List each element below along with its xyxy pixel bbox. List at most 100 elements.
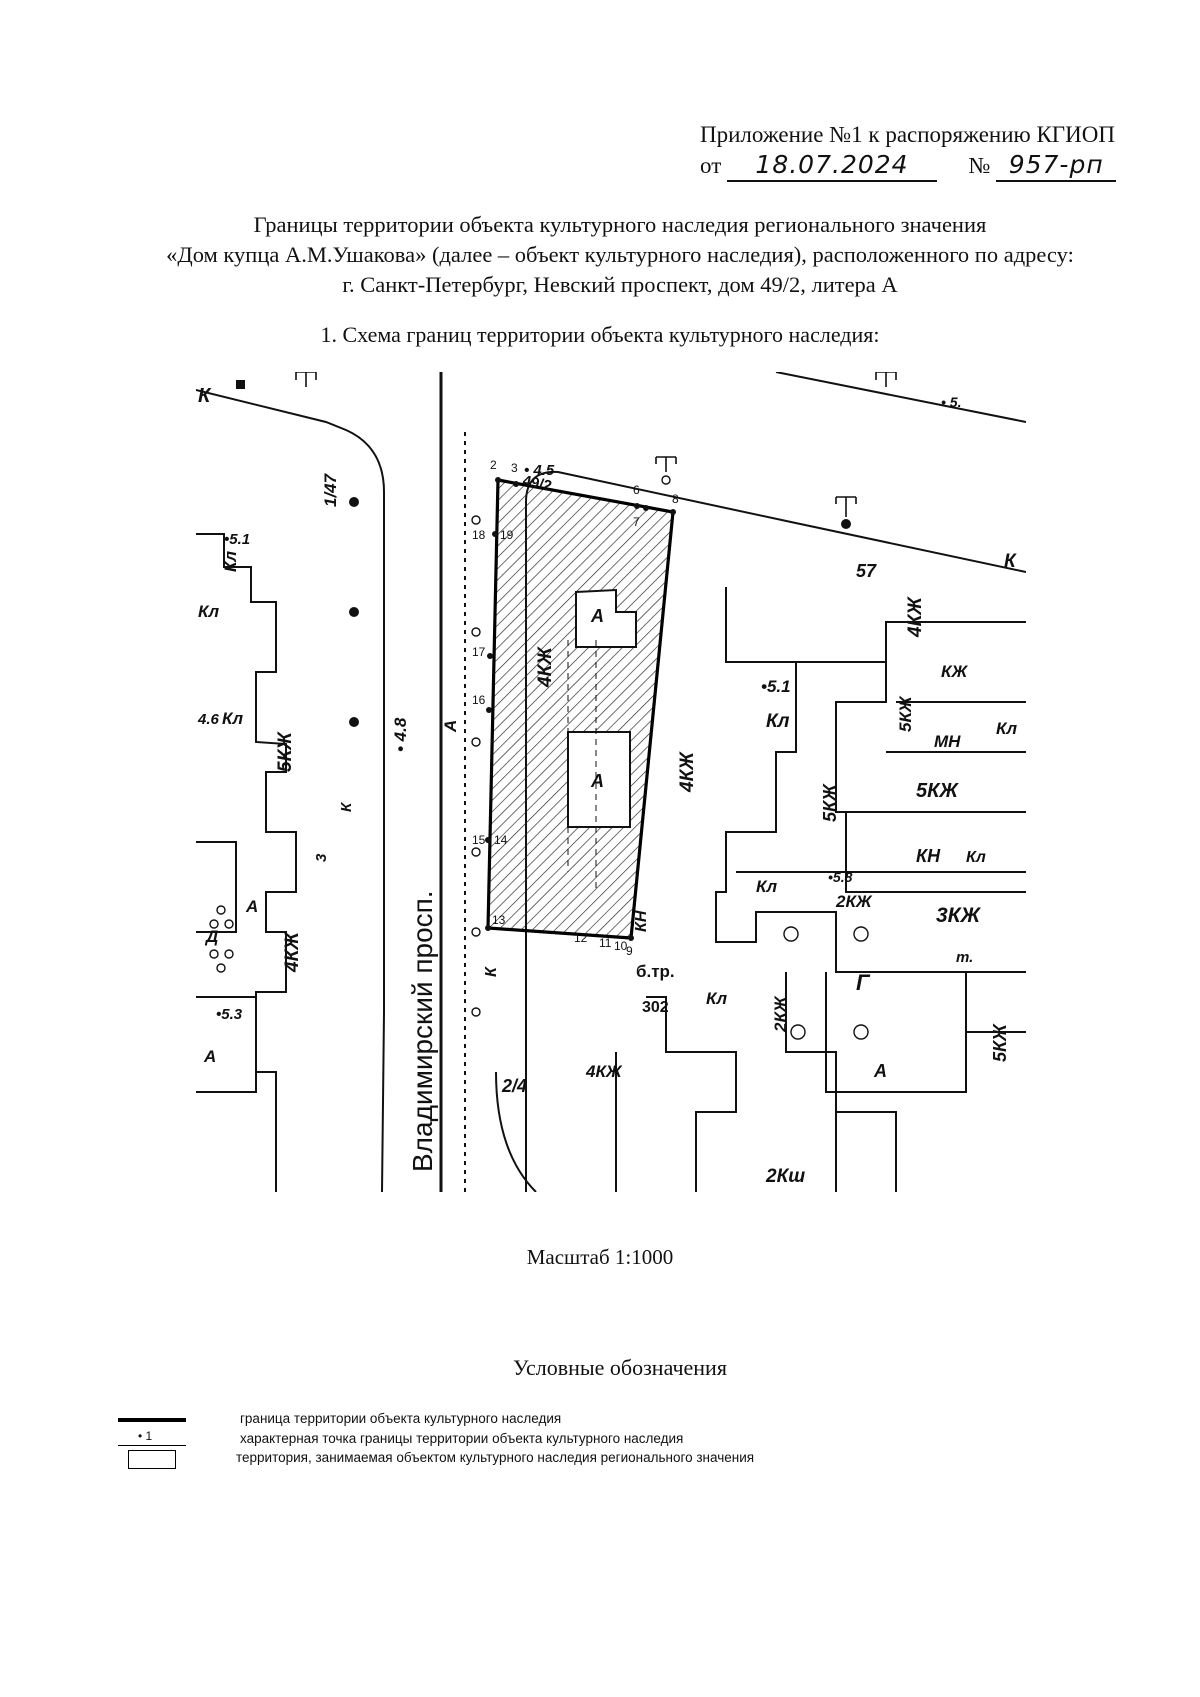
legend-item-territory: территория, занимаемая объектом культурн… — [236, 1450, 755, 1465]
map-label: КН — [633, 910, 650, 932]
boundary-point-7 — [643, 505, 649, 511]
annex-line2: от 18.07.2024 № 957-рп — [700, 150, 1117, 182]
map-label: •5.3 — [216, 1006, 243, 1023]
map-label: 5КЖ — [896, 695, 915, 732]
map-label: • 4.8 — [391, 717, 410, 752]
boundary-point-3 — [513, 481, 519, 487]
map-label: А — [873, 1061, 887, 1081]
map-label: Кл — [221, 551, 240, 572]
map-label: А — [203, 1047, 216, 1066]
boundary-point-label: 14 — [494, 833, 508, 847]
map-label: Кл — [706, 989, 727, 1008]
map-label: 3 — [313, 853, 330, 862]
map-label: Кл — [966, 849, 986, 866]
map-label: А — [590, 771, 604, 791]
boundary-point-2 — [495, 477, 501, 483]
document-title: Границы территории объекта культурного н… — [60, 210, 1180, 300]
title-line3: г. Санкт-Петербург, Невский проспект, до… — [342, 272, 898, 297]
map-label: КН — [916, 846, 941, 866]
map-label: Кл — [996, 719, 1017, 738]
map-label: 5КЖ — [916, 780, 959, 802]
map-label: К — [1004, 551, 1017, 572]
boundary-point-label: 8 — [672, 492, 679, 506]
boundary-point-16 — [486, 707, 492, 713]
map-label: Д — [204, 927, 218, 946]
annex-from-label: от — [700, 153, 722, 178]
legend-title: Условные обозначения — [513, 1355, 727, 1380]
map-label: 1/47 — [321, 472, 340, 507]
map-label: 57 — [856, 561, 877, 581]
boundary-point-label: 13 — [492, 913, 506, 927]
map-label: 2Кш — [765, 1166, 805, 1187]
map-label: 5КЖ — [990, 1023, 1010, 1062]
boundary-point-13 — [485, 925, 491, 931]
map-label: Г — [856, 970, 871, 995]
map-label: 2/4 — [501, 1076, 527, 1096]
street-name-label: Владимирский просп. — [407, 890, 438, 1172]
boundary-point-label: 9 — [626, 944, 633, 958]
map-label: 2КЖ — [835, 892, 873, 911]
map-label: 4.6 — [197, 711, 220, 728]
map-label: 4КЖ — [677, 751, 698, 793]
map-label: •5.1 — [761, 677, 791, 696]
boundary-point-label: 17 — [472, 645, 486, 659]
boundary-point-label: 18 — [472, 528, 486, 542]
map-label: Кл — [756, 877, 777, 896]
map-label: 302 — [642, 999, 669, 1016]
map-label: А — [441, 720, 460, 733]
map-label: МН — [934, 732, 961, 751]
map-label: • 4.5 — [524, 462, 555, 479]
map-label: •5.1 — [224, 531, 250, 548]
boundary-point-14 — [485, 837, 491, 843]
map-label: А — [245, 897, 258, 916]
boundary-point-label: 11 — [599, 936, 612, 950]
scheme-heading: 1. Схема границ территории объекта культ… — [320, 322, 880, 347]
boundary-point-label: 16 — [472, 693, 486, 707]
map-label: 4КЖ — [282, 931, 303, 973]
legend-point-marker: • 1 — [138, 1429, 153, 1443]
map-scale: Масштаб 1:1000 — [526, 1245, 674, 1269]
boundary-point-label: 15 — [472, 833, 486, 847]
legend-boundary-line-swatch — [118, 1418, 186, 1422]
map-label: 3КЖ — [936, 904, 982, 927]
map-label: К — [338, 801, 355, 812]
map-label: Кл — [198, 602, 219, 621]
map-label: 4КЖ — [585, 1062, 623, 1081]
map-label: 4КЖ — [905, 596, 926, 638]
map-label: 4КЖ — [535, 646, 556, 688]
map-label: 2КЖ — [771, 995, 790, 1033]
legend-territory-swatch — [128, 1450, 176, 1469]
map-label: т. — [956, 949, 973, 966]
annex-header: Приложение №1 к распоряжению КГИОП от 18… — [700, 120, 1117, 182]
title-line2: «Дом купца А.М.Ушакова» (далее – объект … — [166, 242, 1074, 267]
boundary-point-label: 10 — [614, 939, 628, 953]
legend-item-boundary: граница территории объекта культурного н… — [240, 1411, 562, 1426]
boundary-point-label: 19 — [500, 528, 514, 542]
map-label: 5КЖ — [275, 731, 296, 772]
map-label: • 5. — [941, 394, 961, 410]
annex-date: 18.07.2024 — [727, 150, 937, 182]
boundary-point-label: 7 — [633, 515, 640, 529]
map-label: Кл — [766, 711, 790, 732]
map-label: б.тр. — [636, 962, 675, 981]
legend-point-underline — [118, 1445, 186, 1446]
house-number-label: 49/2 — [521, 472, 553, 495]
map-label: К — [483, 966, 500, 977]
boundary-point-17 — [487, 653, 493, 659]
boundary-point-8 — [670, 509, 676, 515]
map-label: Кл — [222, 709, 243, 728]
map-label: КЖ — [941, 662, 968, 681]
boundary-point-9 — [628, 935, 634, 941]
boundary-point-6 — [634, 503, 640, 509]
title-line1: Границы территории объекта культурного н… — [253, 212, 987, 237]
annex-number-label: № — [968, 153, 991, 178]
boundary-point-19 — [492, 531, 498, 537]
annex-number: 957-рп — [996, 150, 1117, 182]
map-label: К — [198, 385, 212, 407]
legend-item-point: характерная точка границы территории объ… — [240, 1431, 684, 1446]
boundary-point-label: 3 — [511, 461, 518, 475]
annex-line1: Приложение №1 к распоряжению КГИОП — [700, 122, 1115, 147]
boundary-scheme-map: К 1/47 •5.1 Кл Кл 4.6 Кл 5КЖ • 4.8 А 3 К… — [196, 372, 1026, 1192]
boundary-point-label: 12 — [574, 931, 588, 945]
map-label: А — [590, 606, 604, 626]
